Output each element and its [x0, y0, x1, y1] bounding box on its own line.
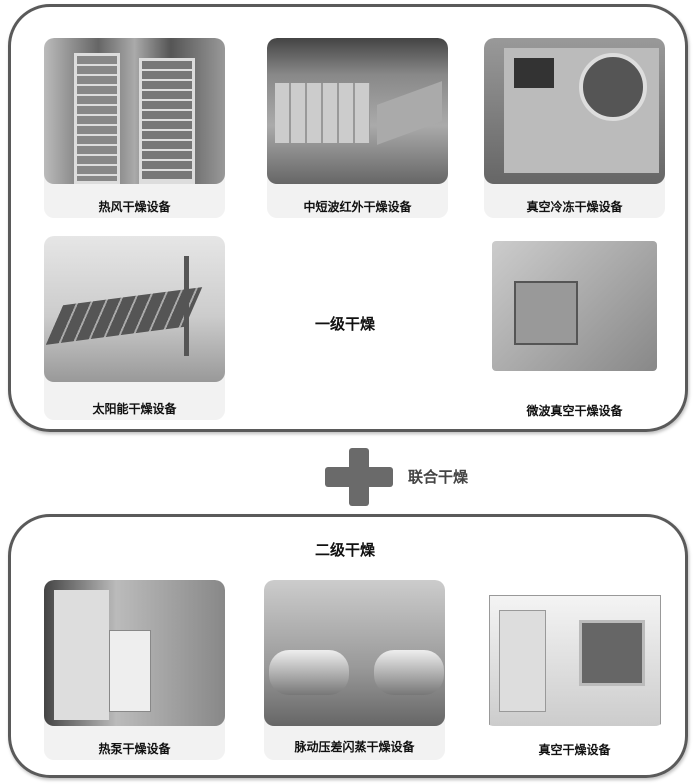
- equipment-card: 真空冷冻干燥设备: [484, 38, 665, 218]
- equipment-card: 真空干燥设备: [484, 580, 665, 760]
- equipment-label: 脉动压差闪蒸干燥设备: [294, 740, 415, 754]
- equipment-card: 热泵干燥设备: [44, 580, 225, 760]
- combined-drying-label: 联合干燥: [408, 468, 469, 486]
- plus-icon: [325, 448, 393, 506]
- equipment-label: 真空干燥设备: [538, 743, 611, 757]
- microwave-vacuum-dryer-photo: [484, 236, 665, 386]
- secondary-drying-title: 二级干燥: [315, 541, 376, 559]
- equipment-label: 热泵干燥设备: [98, 742, 171, 756]
- equipment-card: 微波真空干燥设备: [484, 236, 665, 420]
- primary-drying-group: [8, 4, 688, 432]
- primary-drying-title: 一级干燥: [315, 315, 376, 333]
- equipment-card: 热风干燥设备: [44, 38, 225, 218]
- heat-pump-dryer-photo: [44, 580, 225, 726]
- equipment-label: 真空冷冻干燥设备: [526, 200, 623, 214]
- equipment-label: 热风干燥设备: [98, 200, 171, 214]
- hot-air-dryer-photo: [44, 38, 225, 184]
- secondary-drying-group: [8, 514, 688, 778]
- equipment-card: 中短波红外干燥设备: [267, 38, 448, 218]
- freeze-dryer-photo: [484, 38, 665, 184]
- equipment-label: 中短波红外干燥设备: [303, 200, 412, 214]
- equipment-label: 太阳能干燥设备: [92, 402, 177, 416]
- equipment-label: 微波真空干燥设备: [526, 404, 623, 418]
- vacuum-dryer-photo: [484, 580, 665, 726]
- equipment-card: 太阳能干燥设备: [44, 236, 225, 420]
- infrared-dryer-photo: [267, 38, 448, 184]
- solar-dryer-photo: [44, 236, 225, 382]
- pulse-pressure-flash-dryer-photo: [264, 580, 445, 726]
- equipment-card: 脉动压差闪蒸干燥设备: [264, 580, 445, 760]
